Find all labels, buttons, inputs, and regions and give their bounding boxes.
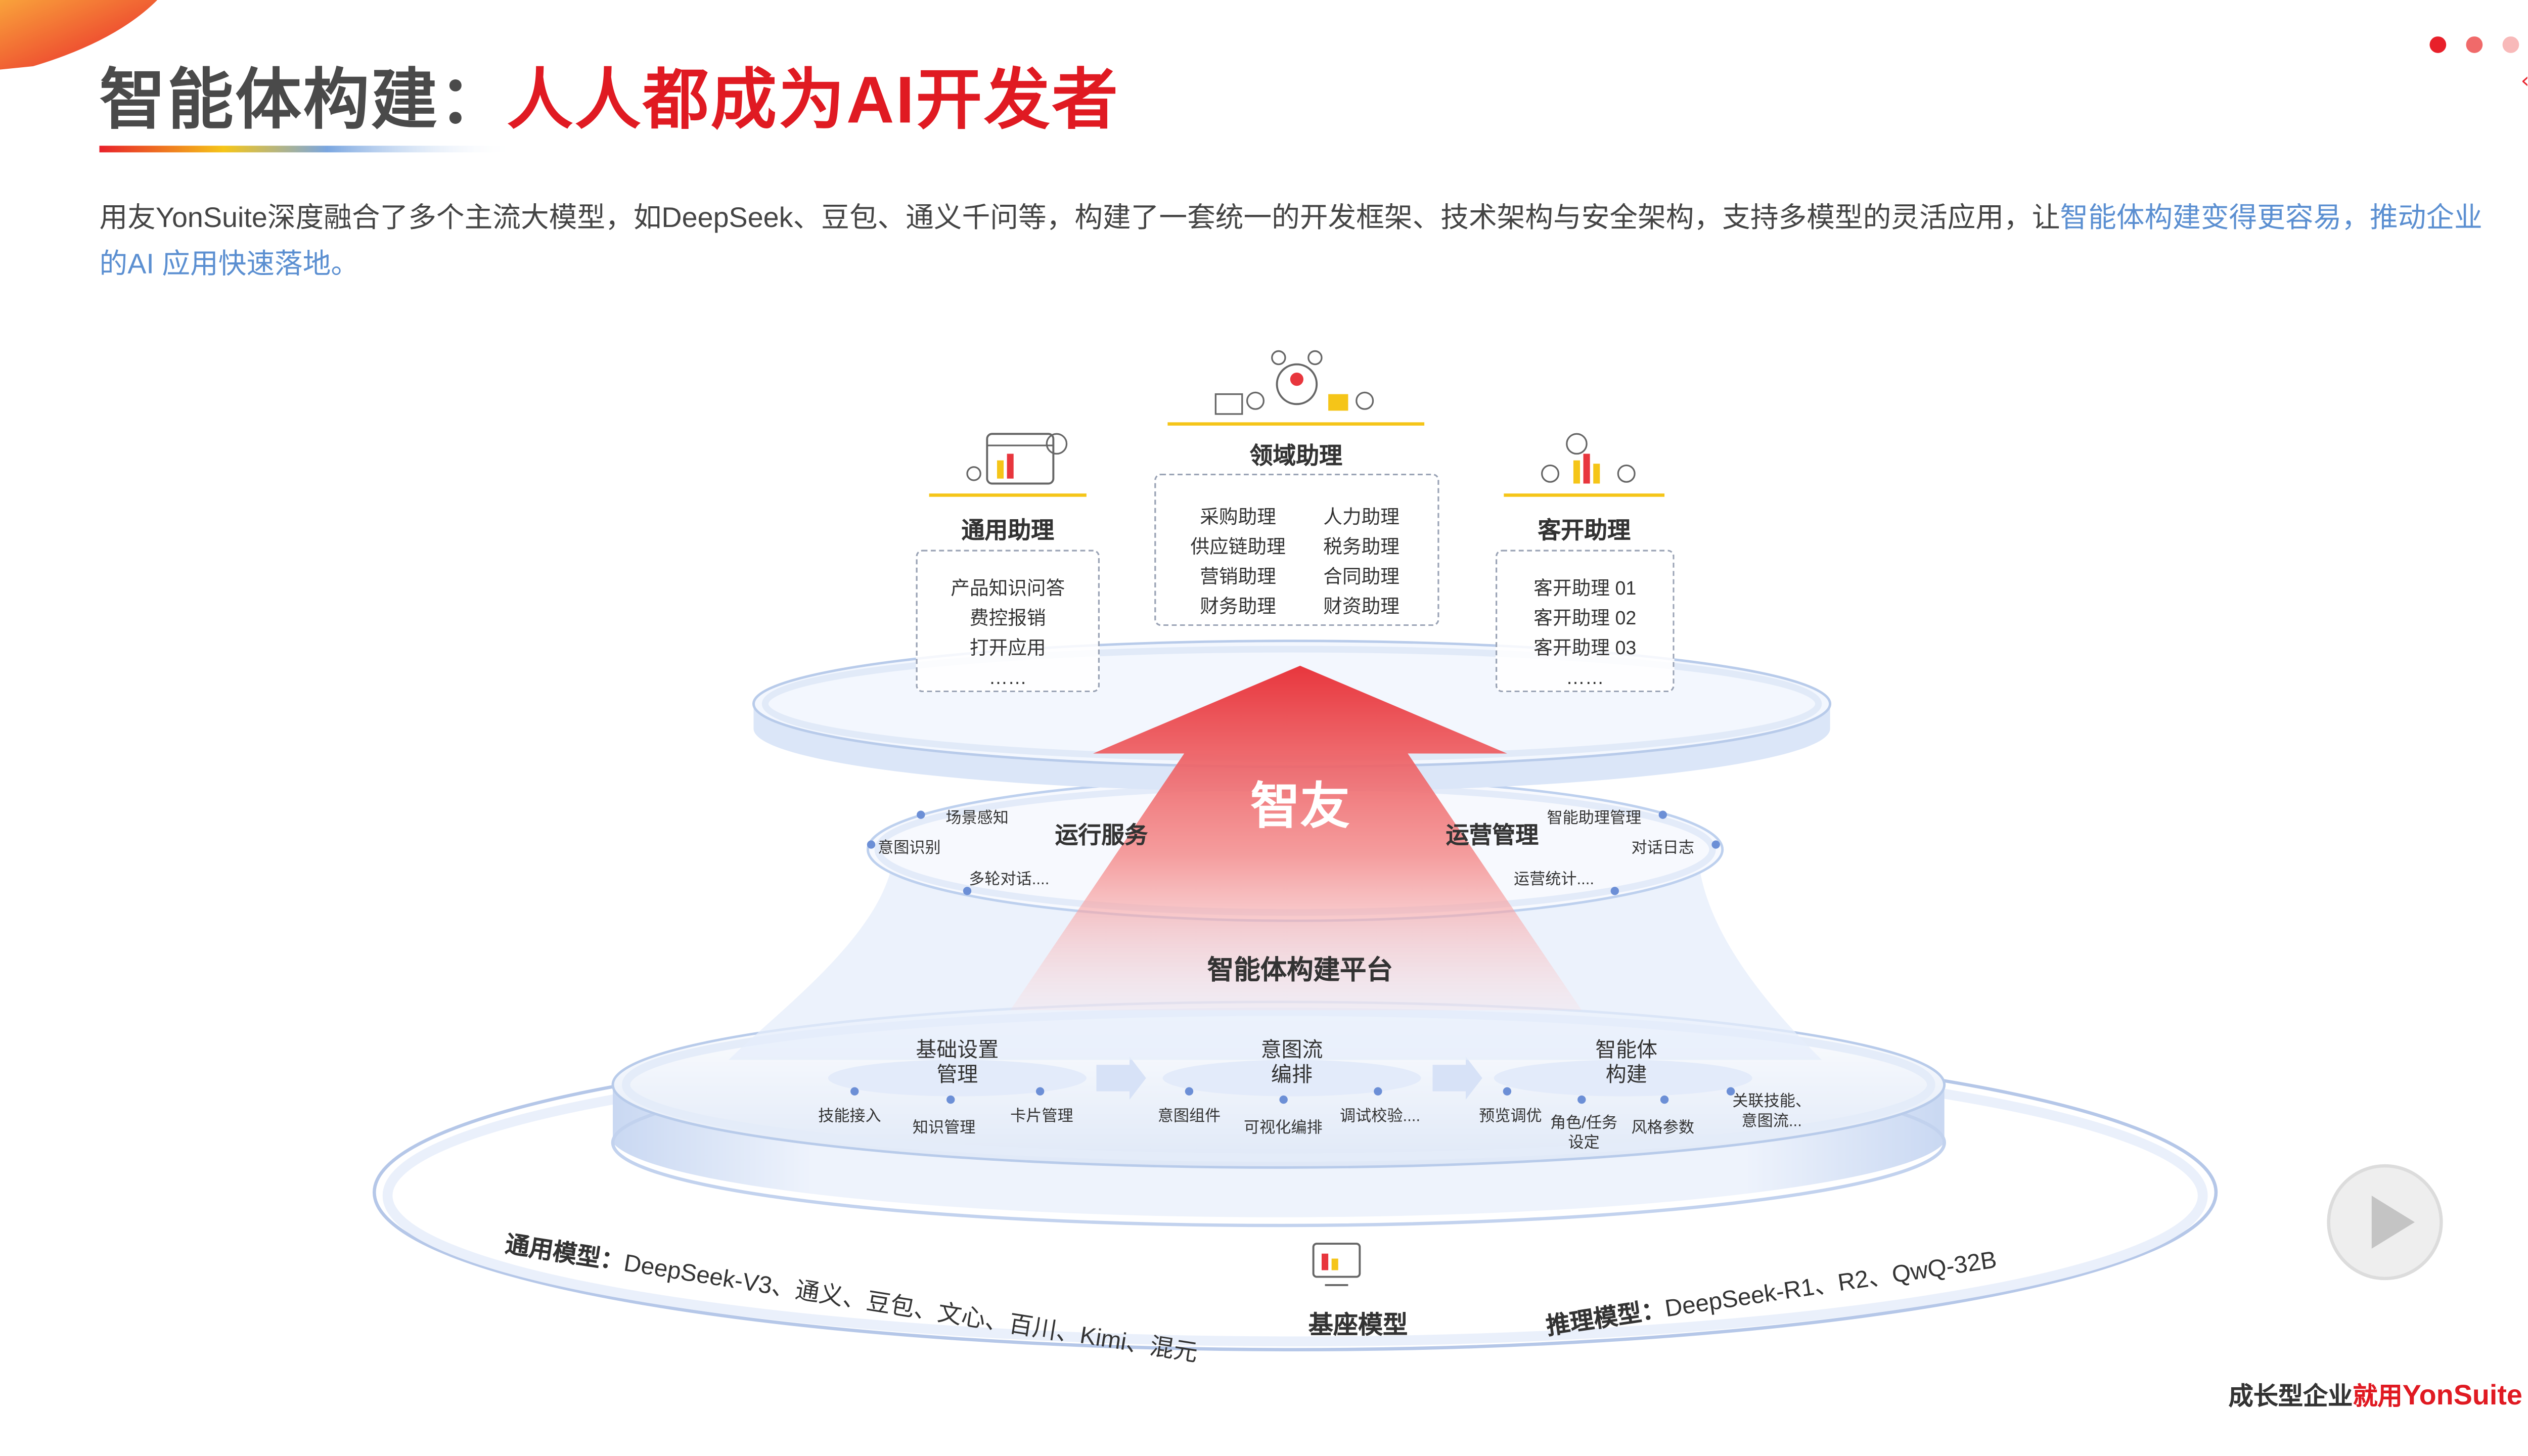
- domain-assistant-icon: [1214, 350, 1374, 415]
- platform-title: 智能体构建平台: [1207, 957, 1393, 986]
- domain-items-right: 人力助理 税务助理 合同助理 财资助理: [1302, 504, 1421, 623]
- domain-item: 供应链助理: [1190, 538, 1286, 558]
- platform-item: 关联技能、 意图流...: [1732, 1093, 1812, 1131]
- platform-group-title: 智能体 构建: [1595, 1038, 1658, 1086]
- run-service-item: 场景感知: [945, 809, 1009, 828]
- domain-item: 税务助理: [1323, 538, 1400, 558]
- platform-item: 角色/任务 设定: [1550, 1114, 1618, 1153]
- footer-prefix: 成长型企业: [2228, 1383, 2353, 1411]
- page-title: 智能体构建：人人都成为AI开发者: [100, 47, 1120, 143]
- ops-manage-title: 运营管理: [1446, 821, 1539, 848]
- custom-dev-assistant-title: 客开助理: [1538, 517, 1631, 543]
- arrow-label: 智友: [1250, 780, 1350, 835]
- general-assistant-box: 产品知识问答 费控报销 打开应用 ……: [916, 550, 1100, 693]
- dev-item: 客开助理 03: [1533, 639, 1637, 659]
- run-service-item: 意图识别: [878, 839, 941, 858]
- platform-group-title: 意图流 编排: [1260, 1038, 1323, 1086]
- platform-group-title: 基础设置 管理: [916, 1038, 999, 1086]
- platform-item: 可视化编排: [1244, 1119, 1323, 1138]
- footer-red: 就用: [2353, 1383, 2403, 1411]
- footer-brand-name: YonSuite: [2402, 1379, 2522, 1411]
- base-model-icon: [1312, 1243, 1361, 1286]
- intro-highlight: 智能体构建变得更容易，推动企业的AI 应用快速落地。: [99, 202, 2482, 280]
- run-service-item: 多轮对话....: [969, 871, 1050, 890]
- play-button[interactable]: [2329, 1166, 2442, 1279]
- general-item: 打开应用: [969, 639, 1046, 659]
- title-part1: 智能体构建：: [99, 64, 507, 138]
- platform-item: 风格参数: [1631, 1119, 1695, 1138]
- general-assistant-title: 通用助理: [961, 517, 1054, 543]
- ops-manage-item: 运营统计....: [1513, 871, 1595, 890]
- domain-item: 财资助理: [1323, 598, 1400, 618]
- domain-item: 人力助理: [1323, 508, 1400, 528]
- ops-manage-item: 智能助理管理: [1547, 809, 1642, 828]
- domain-assistant-box: 采购助理 供应链助理 营销助理 财务助理 人力助理 税务助理 合同助理 财资助理: [1154, 473, 1439, 626]
- domain-item: 合同助理: [1323, 568, 1400, 588]
- ops-manage-item: 对话日志: [1631, 839, 1695, 858]
- general-assistant-icon: [966, 433, 1068, 485]
- general-item: 费控报销: [969, 609, 1046, 629]
- footer-brand: 成长型企业就用YonSuite: [2229, 1378, 2522, 1413]
- domain-item: 营销助理: [1200, 568, 1276, 588]
- platform-item: 卡片管理: [1010, 1108, 1073, 1126]
- general-item: 产品知识问答: [951, 579, 1065, 600]
- intro-text: 用友YonSuite深度融合了多个主流大模型，如DeepSeek、豆包、通义千问…: [99, 202, 2060, 234]
- general-item: ……: [988, 669, 1027, 689]
- platform-item: 技能接入: [818, 1108, 881, 1126]
- svg-text:‹‹‹: ‹‹‹: [2521, 68, 2528, 94]
- base-model-title: 基座模型: [1308, 1311, 1408, 1340]
- platform-item: 意图组件: [1157, 1108, 1221, 1126]
- dev-item: 客开助理 01: [1533, 579, 1637, 600]
- domain-assistant-title: 领域助理: [1249, 442, 1342, 469]
- platform-item: 知识管理: [912, 1119, 976, 1138]
- dev-item: 客开助理 02: [1533, 609, 1637, 629]
- dev-item: ……: [1566, 669, 1604, 689]
- domain-item: 财务助理: [1200, 598, 1276, 618]
- run-service-title: 运行服务: [1055, 821, 1148, 848]
- custom-dev-assistant-box: 客开助理 01 客开助理 02 客开助理 03 ……: [1495, 550, 1675, 693]
- platform-item: 预览调优: [1479, 1108, 1542, 1126]
- domain-items-left: 采购助理 供应链助理 营销助理 财务助理: [1176, 504, 1300, 623]
- intro-paragraph: 用友YonSuite深度融合了多个主流大模型，如DeepSeek、豆包、通义千问…: [100, 196, 2501, 288]
- platform-item: 调试校验....: [1340, 1108, 1421, 1126]
- title-part2: 人人都成为AI开发者: [507, 64, 1120, 138]
- domain-item: 采购助理: [1200, 508, 1276, 528]
- custom-dev-assistant-icon: [1541, 433, 1636, 484]
